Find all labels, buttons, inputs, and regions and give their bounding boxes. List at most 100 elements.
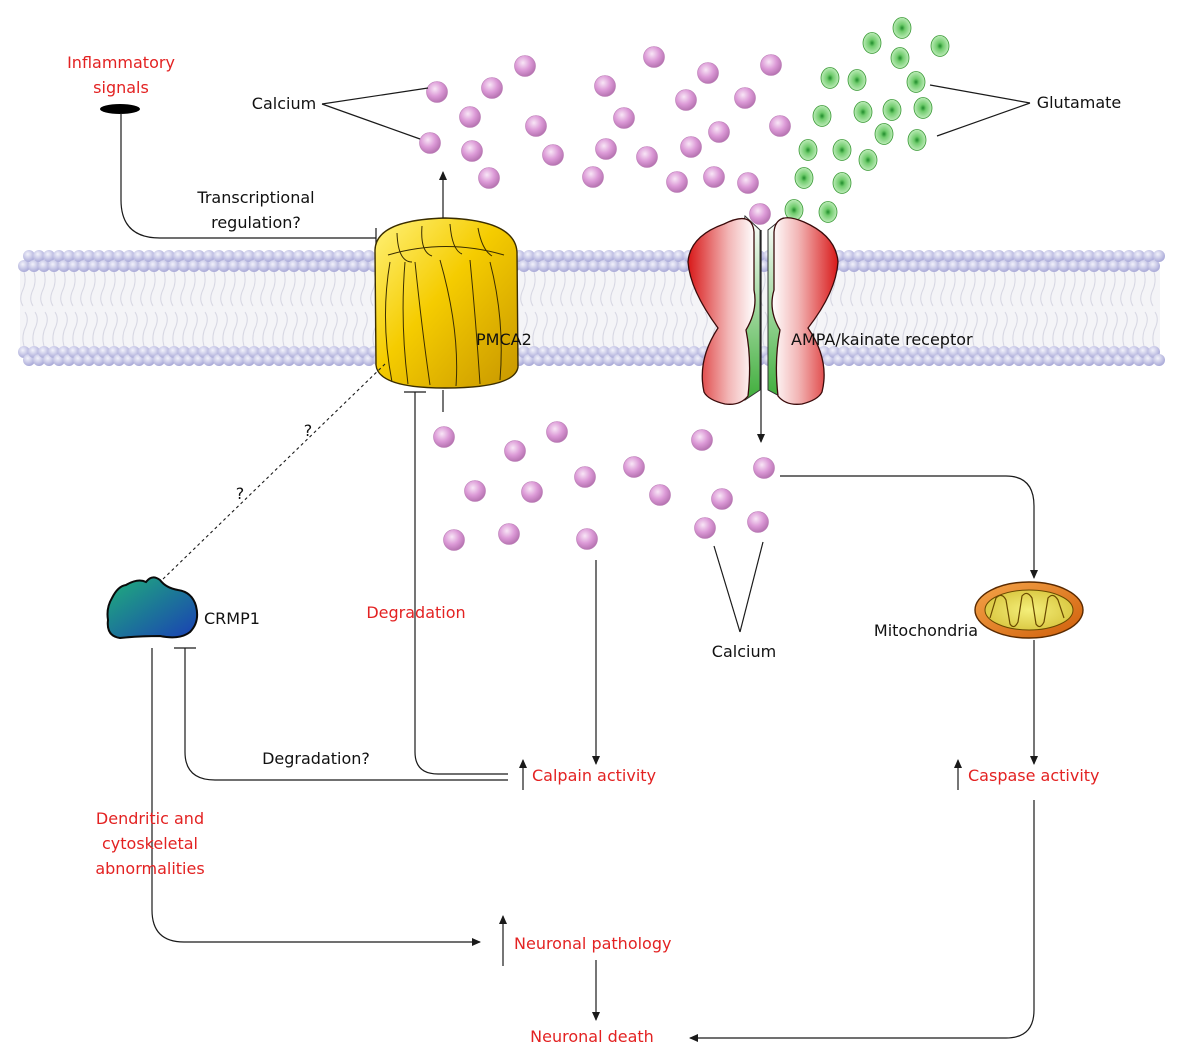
calcium-ion	[443, 529, 465, 551]
lipid-head	[338, 260, 350, 272]
calcium-ion	[691, 429, 713, 451]
lipid-head	[623, 250, 635, 262]
calcium-ion	[760, 54, 782, 76]
lipid-head	[223, 250, 235, 262]
lipid-head	[938, 260, 950, 272]
lipid-head	[958, 260, 970, 272]
lipid-head	[613, 250, 625, 262]
lipid-head	[198, 260, 210, 272]
lipid-head	[33, 250, 45, 262]
calcium-ion	[521, 481, 543, 503]
lipid-head	[978, 260, 990, 272]
lipid-head	[653, 250, 665, 262]
glutamate-molecule	[882, 99, 902, 121]
lipid-head	[1038, 260, 1050, 272]
lipid-head	[1093, 250, 1105, 262]
lipid-head	[18, 260, 30, 272]
lipid-head	[1023, 250, 1035, 262]
lipid-head	[618, 260, 630, 272]
lipid-head	[48, 260, 60, 272]
lipid-head	[988, 260, 1000, 272]
lipid-head	[628, 260, 640, 272]
lipid-head	[23, 250, 35, 262]
lipid-head	[163, 250, 175, 262]
lipid-head	[298, 260, 310, 272]
lipid-head	[973, 250, 985, 262]
lipid-head	[303, 250, 315, 262]
inflammatory-label-line2: signals	[93, 78, 149, 97]
lipid-head	[923, 250, 935, 262]
crmp1-pathology-arrow	[151, 648, 481, 946]
lipid-head	[888, 260, 900, 272]
glutamate-group	[784, 17, 950, 223]
lipid-head	[98, 260, 110, 272]
lipid-head	[603, 250, 615, 262]
pmca2-crmp1-dashed-link	[161, 363, 386, 581]
lipid-head	[38, 260, 50, 272]
calcium-top-label: Calcium	[252, 94, 316, 113]
glutamate-molecule	[874, 123, 894, 145]
lipid-head	[153, 250, 165, 262]
caspase-death-arrow	[689, 800, 1035, 1042]
lipid-head	[1058, 260, 1070, 272]
lipid-head	[558, 260, 570, 272]
lipid-head	[228, 260, 240, 272]
lipid-head	[573, 250, 585, 262]
lipid-head	[308, 260, 320, 272]
lipid-head	[93, 250, 105, 262]
lipid-head	[323, 250, 335, 262]
lipid-head	[663, 250, 675, 262]
lipid-head	[1148, 260, 1160, 272]
dendritic-label-line2: cytoskeletal	[102, 834, 198, 853]
lipid-head	[248, 260, 260, 272]
pmca2-label: PMCA2	[476, 330, 532, 349]
calcium-ion	[737, 172, 759, 194]
degradation-label: Degradation	[366, 603, 465, 622]
calpain-degradation-crmp1-line	[184, 648, 508, 781]
crmp1-protein	[106, 576, 199, 640]
lipid-head	[158, 260, 170, 272]
transcriptional-inhibition-line	[120, 113, 376, 239]
glutamate-molecule	[862, 32, 882, 54]
lipid-head	[1013, 250, 1025, 262]
calcium-mitochondria-arrow	[780, 475, 1038, 579]
ampa-label: AMPA/kainate receptor	[791, 330, 973, 349]
lipid-head	[243, 250, 255, 262]
calcium-bottom-label: Calcium	[712, 642, 776, 661]
lipid-head	[188, 260, 200, 272]
question-mark-2: ?	[236, 484, 245, 503]
ampa-receptor	[687, 214, 839, 405]
glutamate-molecule	[892, 17, 912, 39]
inflammatory-label-line1: Inflammatory	[67, 53, 175, 72]
lipid-head	[278, 260, 290, 272]
lipid-head	[538, 260, 550, 272]
lipid-head	[118, 260, 130, 272]
pmca2-pump	[374, 217, 519, 389]
glutamate-molecule	[818, 201, 838, 223]
lipid-head	[1153, 250, 1165, 262]
lipid-head	[238, 260, 250, 272]
lipid-head	[328, 260, 340, 272]
lipid-head	[113, 250, 125, 262]
lipid-head	[123, 250, 135, 262]
lipid-head	[268, 260, 280, 272]
calcium-ion	[419, 132, 441, 154]
calcium-ion	[636, 146, 658, 168]
lipid-head	[648, 260, 660, 272]
lipid-head	[1098, 260, 1110, 272]
calcium-ion	[769, 115, 791, 137]
lipid-head	[943, 250, 955, 262]
lipid-head	[1043, 250, 1055, 262]
lipid-head	[903, 250, 915, 262]
calcium-ion	[753, 457, 775, 479]
lipid-head	[283, 250, 295, 262]
question-mark-1: ?	[304, 421, 313, 440]
lipid-head	[1118, 260, 1130, 272]
glutamate-molecule	[890, 47, 910, 69]
lipid-head	[883, 250, 895, 262]
lipid-head	[858, 260, 870, 272]
lipid-head	[963, 250, 975, 262]
glutamate-molecule	[832, 172, 852, 194]
glutamate-label: Glutamate	[1037, 93, 1122, 112]
